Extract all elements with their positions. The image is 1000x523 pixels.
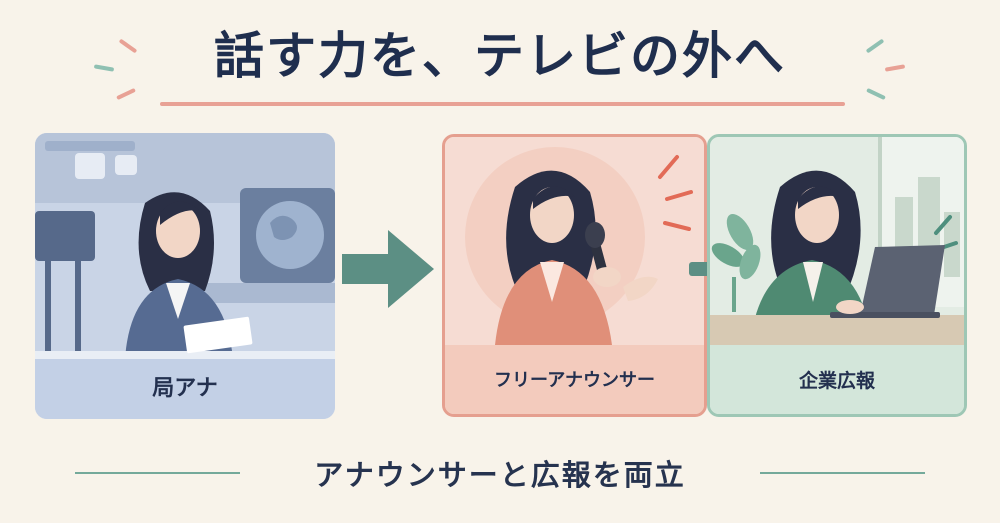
panel-station-announcer: 局アナ — [35, 133, 335, 419]
divider-line — [75, 472, 240, 474]
right-arrow-icon — [342, 230, 434, 308]
footer-caption: アナウンサーと広報を両立 — [314, 458, 686, 492]
spark-icon — [116, 87, 136, 101]
panel-label: 局アナ — [35, 359, 335, 419]
spark-icon — [866, 87, 886, 101]
news-studio-anchor-illustration — [35, 133, 335, 359]
divider-line — [760, 472, 925, 474]
title-underline — [160, 102, 845, 106]
panel-freelance-announcer: フリーアナウンサー — [442, 134, 707, 417]
panel-corporate-pr: 企業広報 — [707, 134, 967, 417]
panel-label: 企業広報 — [710, 345, 964, 414]
panel-label: フリーアナウンサー — [445, 345, 704, 414]
page-title: 話す力を、テレビの外へ — [214, 26, 786, 85]
freelance-announcer-microphone-illustration — [445, 137, 704, 345]
corporate-pr-laptop-illustration — [710, 137, 964, 345]
